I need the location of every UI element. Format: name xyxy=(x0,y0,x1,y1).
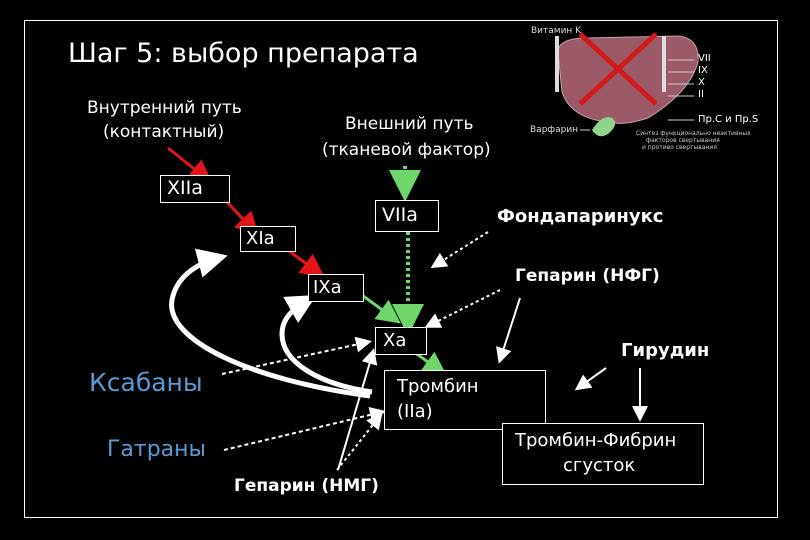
arrow-heparin-nfg-to-thrombin xyxy=(500,298,520,360)
arrow-heparin-nfg-to-xa xyxy=(428,290,500,326)
clot-label-1: Тромбин-Фибрин xyxy=(515,430,676,451)
arrow-heparin-nmg-to-thrombin xyxy=(337,416,380,470)
drug-hirudin: Гирудин xyxy=(621,340,709,361)
drug-gatrans: Гатраны xyxy=(107,437,206,462)
factor-viia-label: VIIa xyxy=(382,204,418,226)
arrow-fondaparinux-to-xa xyxy=(434,232,488,266)
factor-ixa-box: IXa xyxy=(308,274,364,302)
arrow-xa-to-thrombin xyxy=(414,352,442,372)
factor-viia-box: VIIa xyxy=(375,200,439,232)
factor-xia-label: XIa xyxy=(246,228,275,249)
factor-xa-label: Xa xyxy=(383,330,406,351)
drug-heparin-nmg: Гепарин (НМГ) xyxy=(234,476,379,496)
feedback-curve-to-ixa xyxy=(282,300,372,392)
clot-label-2: сгусток xyxy=(563,455,635,476)
factor-ixa-label: IXa xyxy=(313,277,342,298)
drug-fondaparinux: Фондапаринукс xyxy=(497,206,663,227)
thrombin-label-2: (IIa) xyxy=(397,401,433,422)
drug-heparin-nfg: Гепарин (НФГ) xyxy=(515,266,660,286)
arrow-gatrans-to-thrombin xyxy=(224,412,382,450)
factor-xa-box: Xa xyxy=(375,327,427,355)
arrow-heparin-nmg-to-xa xyxy=(338,352,373,470)
arrow-hirudin-to-thrombin xyxy=(578,368,606,388)
factor-xiia-label: XIIa xyxy=(167,177,203,199)
thrombin-box: Тромбин (IIa) xyxy=(384,370,546,430)
drug-xabans: Ксабаны xyxy=(89,368,203,397)
factor-xiia-box: XIIa xyxy=(160,175,230,203)
thrombin-label-1: Тромбин xyxy=(397,376,479,397)
clot-box: Тромбин-Фибрин сгусток xyxy=(502,423,704,485)
factor-xia-box: XIa xyxy=(240,226,296,252)
